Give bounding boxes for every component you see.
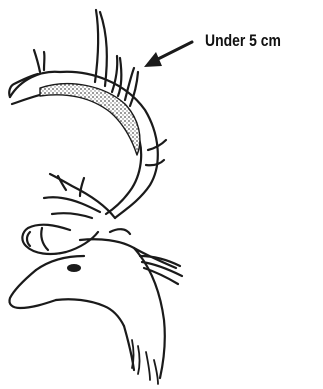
antler-upper-tine-1b — [118, 58, 121, 96]
antler-rear-tine-2 — [34, 50, 40, 72]
antler-shading — [40, 84, 140, 155]
antler-top-tine-inner — [100, 12, 107, 86]
antler-base-right — [110, 229, 130, 234]
eye — [67, 264, 81, 272]
neck-hair-3 — [146, 352, 150, 380]
neck-hair-4 — [154, 360, 158, 384]
head-jaw — [56, 299, 124, 326]
antler-upper-tine-1 — [112, 56, 117, 92]
neck-hair-1 — [132, 340, 134, 368]
head-top — [80, 239, 176, 268]
head-muzzle — [9, 270, 56, 308]
antler-shovel-detail-1 — [27, 232, 30, 246]
annotation-label: Under 5 cm — [205, 31, 281, 51]
ear-tuft-3 — [144, 268, 178, 284]
antler-brow-2 — [44, 197, 100, 212]
antler-mid-tine-2 — [146, 160, 164, 165]
neck-hair-2 — [138, 346, 140, 374]
arrow-pointing-left-down-icon — [144, 42, 192, 67]
antler-top-tine — [95, 10, 98, 82]
antler-brow-3 — [52, 213, 92, 218]
antler-shovel-detail-2 — [41, 228, 48, 250]
